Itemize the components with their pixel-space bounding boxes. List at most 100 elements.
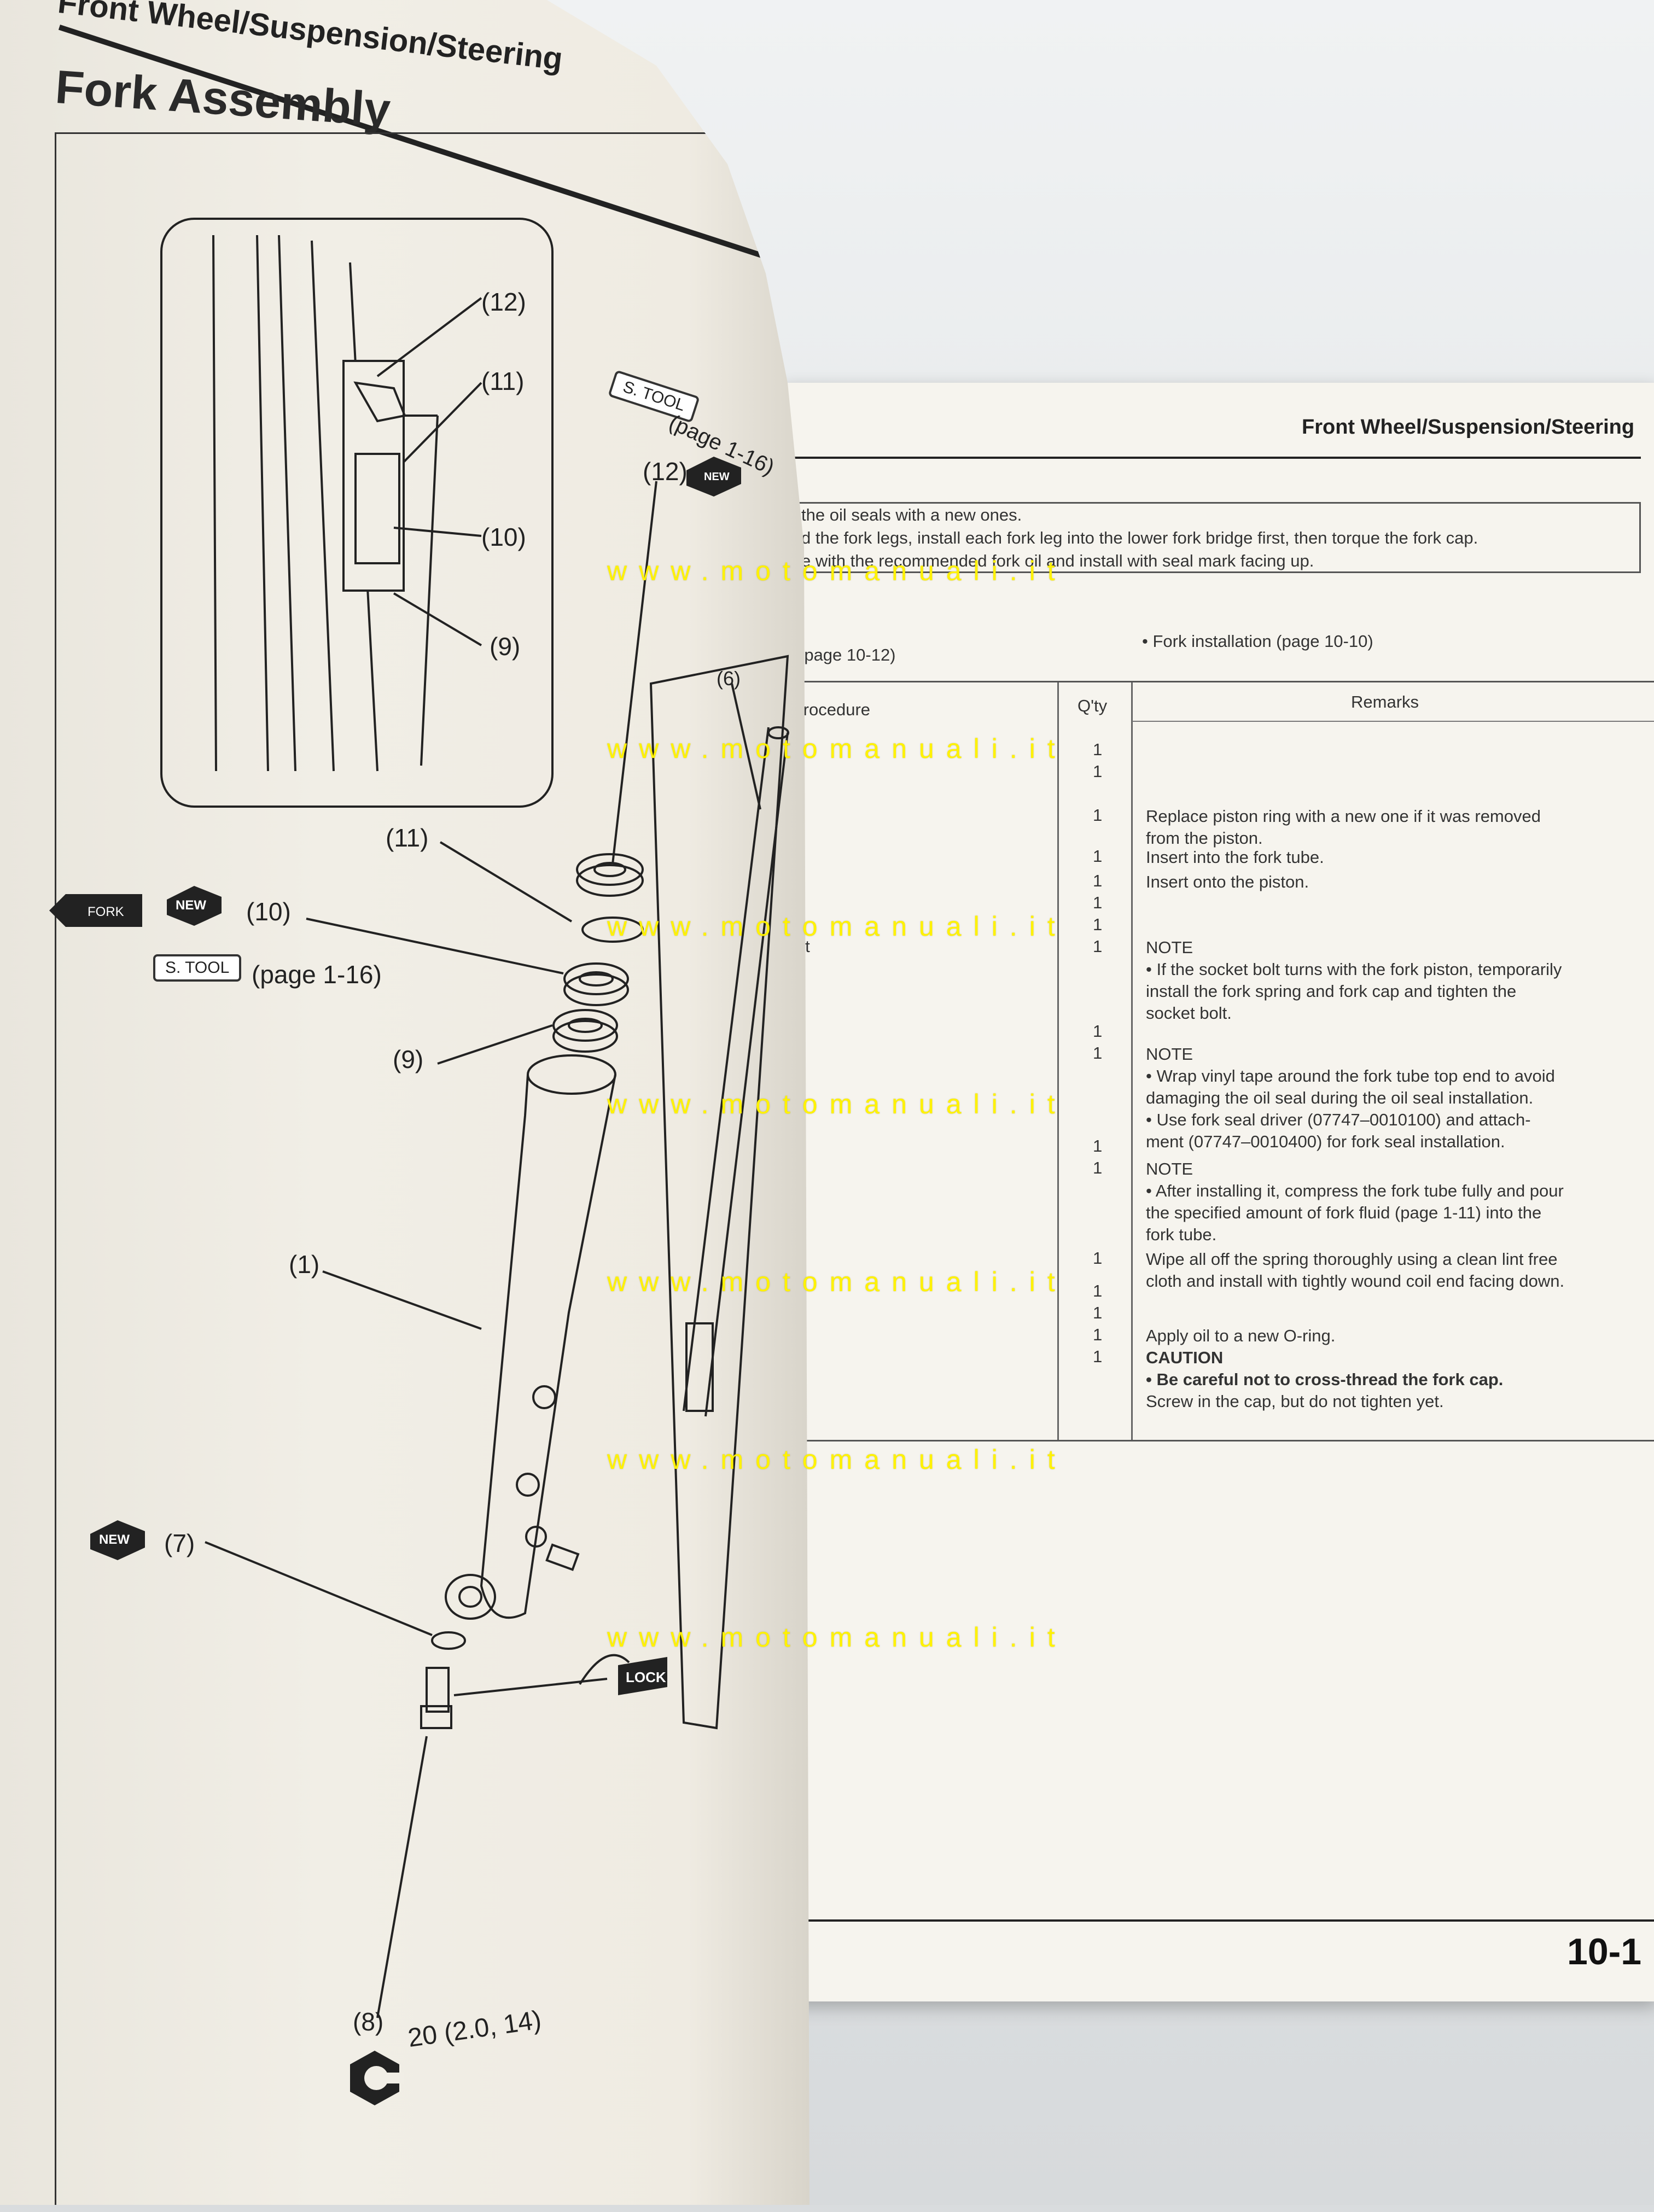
left-page: Front Wheel/Suspension/Steering Fork Ass… [0,0,809,2205]
special-tool-page-ref: (page 1-16) [252,960,382,989]
remarks-line: from the piston. [1146,828,1263,848]
remarks-line: fork tube. [1146,1225,1217,1244]
watermark-text: www.motomanuali.it [607,1622,1067,1653]
callout-11: (11) [386,824,429,852]
qty-cell: 1 [1093,1303,1103,1322]
callout-8: (8) [353,2007,384,2036]
watermark-text: www.motomanuali.it [607,1266,1067,1297]
watermark-text: www.motomanuali.it [607,1444,1067,1475]
qty-cell: 1 [1093,847,1103,866]
remarks-line: ment (07747–0010400) for fork seal insta… [1146,1132,1505,1151]
note-line: e with the recommended fork oil and inst… [801,551,1314,570]
remarks-cell: Insert into the fork tube. [1146,847,1649,868]
column-divider [1131,682,1133,1440]
remarks-line: damaging the oil seal during the oil sea… [1146,1088,1534,1107]
callout-7: (7) [164,1529,195,1557]
procedure-table: Procedure Q'ty Remarks 11gg1Replace pist… [788,681,1654,1441]
qty-cell: 1 [1093,937,1103,956]
seal-stack [552,853,644,1053]
remarks-line: • If the socket bolt turns with the fork… [1146,960,1562,979]
watermark-text: www.motomanuali.it [607,733,1067,764]
callout-6: (6) [717,667,741,690]
header-procedure: Procedure [792,700,871,719]
remarks-line: CAUTION [1146,1348,1224,1367]
remarks-cell: NOTE • After installing it, compress the … [1146,1158,1649,1246]
reference-right: • Fork installation (page 10-10) [1142,632,1373,651]
torque-wrench-icon [350,2051,404,2105]
diagram-frame [55,132,789,2205]
remarks-line: socket bolt. [1146,1003,1232,1023]
right-page: Front Wheel/Suspension/Steering the oil … [788,383,1654,2001]
remarks-cell: Wipe all off the spring thoroughly using… [1146,1248,1649,1292]
new-part-icon: NEW [686,457,741,497]
qty-cell: 1 [1093,1248,1103,1268]
qty-cell: 1 [1093,1136,1103,1155]
footer-rule [788,1919,1654,1922]
axle-bolt [525,1526,580,1571]
note-line: the oil seals with a new ones. [801,505,1022,524]
header-qty: Q'ty [1078,696,1108,715]
svg-text:NEW: NEW [99,1532,130,1547]
column-divider [1057,682,1059,1440]
remarks-line: Wipe all off the spring thoroughly using… [1146,1250,1558,1269]
qty-cell: 1 [1093,806,1103,825]
remarks-cell: NOTE• If the socket bolt turns with the … [1146,937,1649,1024]
inset-detail-box [160,218,554,808]
remarks-line: • Wrap vinyl tape around the fork tube t… [1146,1066,1555,1085]
qty-cell: 1 [1093,1325,1103,1344]
remarks-line: NOTE [1146,1159,1193,1178]
callout-10-inset: (10) [481,523,526,551]
qty-cell: 1 [1093,740,1103,759]
remarks-cell: Apply oil to a new O-ring. [1146,1325,1649,1347]
remarks-line: NOTE [1146,1044,1193,1064]
qty-cell: 1 [1093,1158,1103,1177]
lock-tag-text: LOCK [626,1669,666,1685]
svg-text:NEW: NEW [176,898,206,913]
callout-9-inset: (9) [490,632,521,661]
watermark-text: www.motomanuali.it [607,1089,1067,1119]
inset-fork-drawing [212,235,439,772]
remarks-cell: Insert onto the piston. [1146,871,1649,893]
qty-cell: 1 [1093,915,1103,934]
remarks-line: cloth and install with tightly wound coi… [1146,1271,1565,1291]
remarks-line: install the fork spring and fork cap and… [1146,982,1517,1001]
watermark-text: www.motomanuali.it [607,911,1067,942]
note-line: d the fork legs, install each fork leg i… [801,528,1478,547]
qty-cell: 1 [1093,871,1103,890]
remarks-line: Screw in the cap, but do not tighten yet… [1146,1392,1444,1411]
qty-cell: 1 [1093,1043,1103,1063]
right-page-header: Front Wheel/Suspension/Steering [1302,416,1635,439]
new-part-icon: NEW [90,1520,145,1560]
notes-box: the oil seals with a new ones. d the for… [788,502,1641,573]
fork-damper-rod [683,726,789,1417]
new-tag-text: NEW [704,471,730,483]
remarks-line: Apply oil to a new O-ring. [1146,1326,1336,1345]
remarks-cell: CAUTION • Be careful not to cross-thread … [1146,1347,1649,1413]
remarks-cell: Replace piston ring with a new one if it… [1146,806,1649,849]
remarks-line: Insert onto the piston. [1146,872,1309,891]
qty-cell: 1 [1093,1281,1103,1300]
watermark-text: www.motomanuali.it [607,556,1067,586]
header-rule [1132,721,1654,722]
qty-cell: 1 [1093,893,1103,912]
page-number: 10-1 [1567,1931,1642,1972]
remarks-line: Insert into the fork tube. [1146,848,1324,867]
callout-10: (10) [246,897,291,926]
callout-1: (1) [289,1250,320,1279]
special-tool-tag: S. TOOL [153,954,242,982]
header-rule [788,457,1641,459]
fork-exploded-diagram [160,218,789,2018]
remarks-cell: NOTE • Wrap vinyl tape around the fork tu… [1146,1043,1649,1153]
remarks-line: • Be careful not to cross-thread the for… [1146,1370,1504,1389]
fork-slider [445,1054,616,1620]
new-part-icon: NEW [167,886,222,926]
qty-cell: 1 [1093,1022,1103,1041]
qty-cell: 1 [1093,762,1103,781]
fork-direction-icon: FORK [49,894,142,927]
remarks-line: • After installing it, compress the fork… [1146,1181,1564,1200]
remarks-line: the specified amount of fork fluid (page… [1146,1203,1542,1222]
reference-left: (page 10-12) [799,645,896,664]
fork-tag-text: FORK [88,904,124,919]
remarks-line: • Use fork seal driver (07747–0010100) a… [1146,1110,1531,1129]
callout-12: (12) [643,457,688,486]
